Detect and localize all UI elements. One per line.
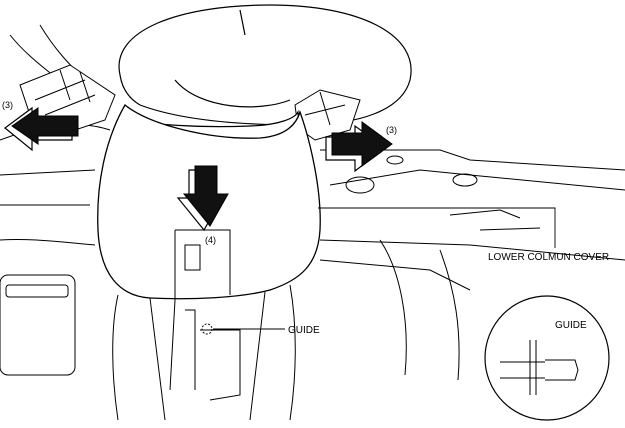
guide-detail-inset — [484, 295, 610, 421]
arrow-left-step3 — [4, 106, 79, 152]
lower-cover-leader — [318, 207, 556, 248]
step3-right-label: (3) — [386, 125, 397, 135]
column-shaft — [112, 229, 296, 421]
lower-column-cover-label: LOWER COLMUN COVER — [488, 252, 609, 263]
guide-marker — [201, 323, 213, 335]
guide-label: GUIDE — [288, 325, 320, 336]
step4-label: (4) — [205, 235, 216, 245]
step3-left-label: (3) — [2, 100, 13, 110]
steering-wheel — [118, 4, 412, 126]
arrow-right-step3 — [325, 121, 393, 173]
detail-guide-label: GUIDE — [555, 320, 587, 331]
arrow-down-step4 — [176, 165, 229, 232]
